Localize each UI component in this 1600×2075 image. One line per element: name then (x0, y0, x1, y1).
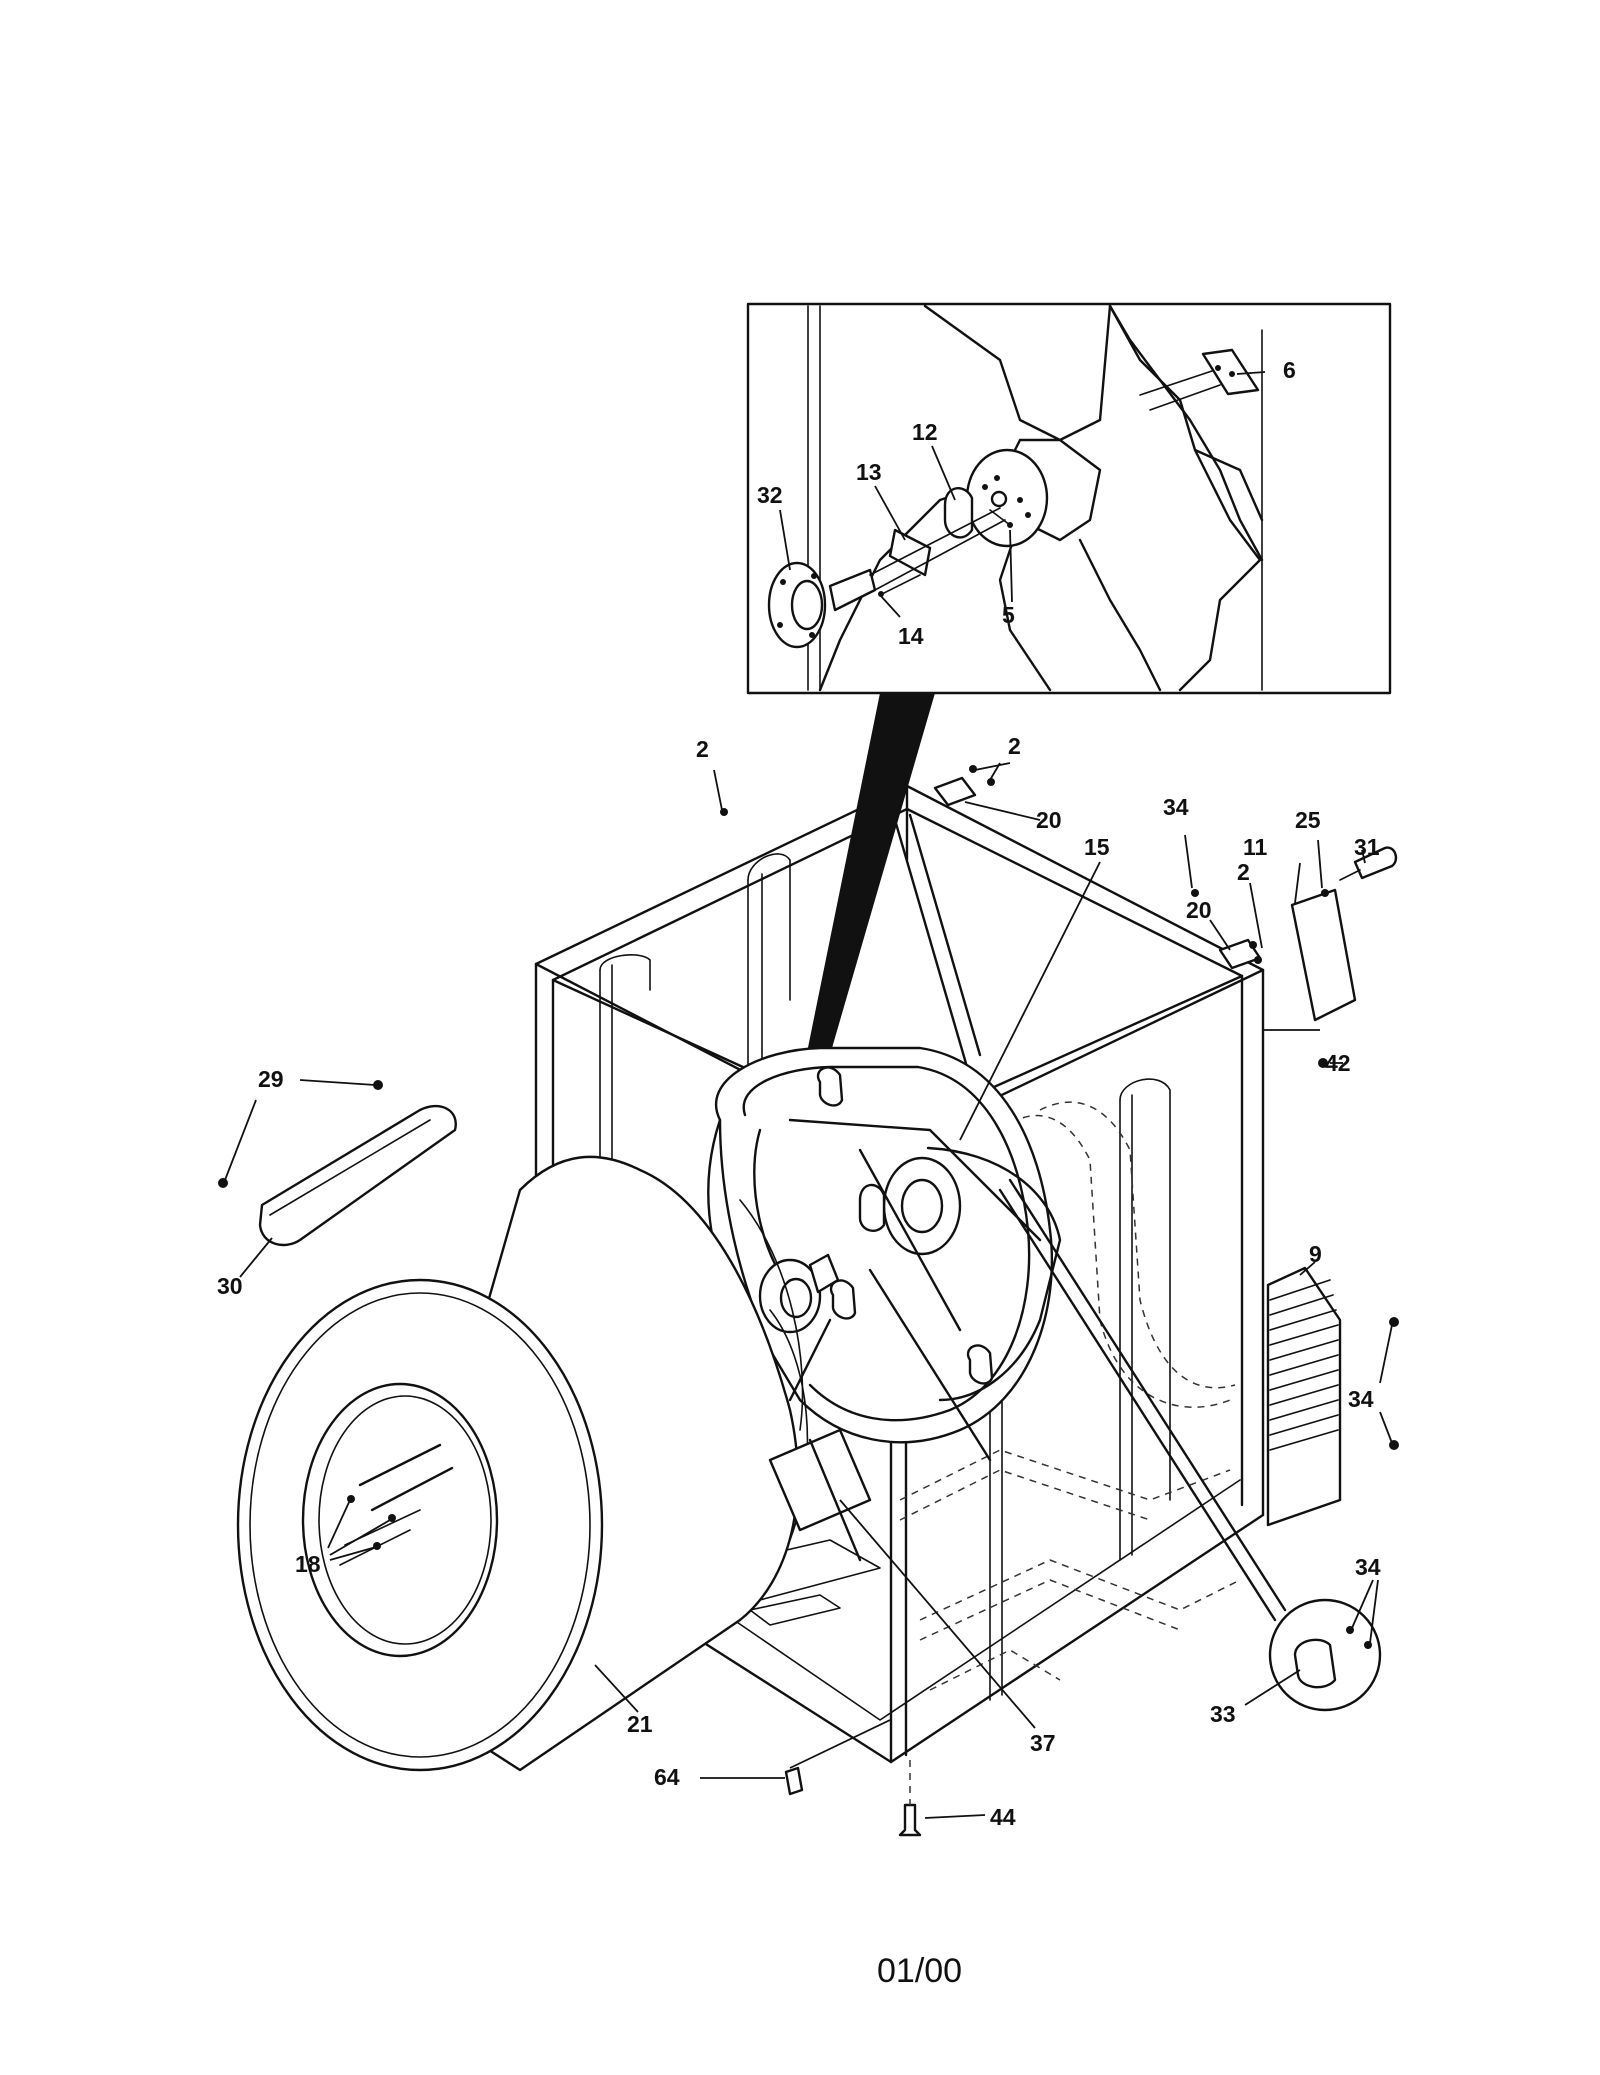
callout-labels: 6 12 13 32 14 5 2 2 20 34 15 25 11 31 2 … (217, 357, 1381, 1830)
inset-frame (746, 302, 1392, 695)
part-13-clip (888, 528, 932, 577)
part-30-trough (218, 1080, 457, 1247)
callout-32: 32 (757, 482, 783, 508)
callout-13: 13 (856, 459, 882, 485)
callout-2-top-right: 2 (1008, 733, 1021, 759)
part-33-detail (1268, 1598, 1382, 1712)
callout-42: 42 (1325, 1050, 1351, 1076)
callout-33: 33 (1210, 1701, 1236, 1727)
callout-18: 18 (295, 1551, 321, 1577)
blower-housing (707, 1046, 1287, 1622)
callout-34-top: 34 (1163, 794, 1189, 820)
callout-31: 31 (1354, 834, 1380, 860)
callout-5: 5 (1002, 602, 1015, 628)
part-9-grille (1266, 1266, 1399, 1527)
part-44-leg (898, 1803, 922, 1837)
callout-29: 29 (258, 1066, 284, 1092)
callout-34-right: 34 (1348, 1386, 1374, 1412)
callout-25: 25 (1295, 807, 1321, 833)
callout-30: 30 (217, 1273, 243, 1299)
callout-20-top: 20 (1036, 807, 1062, 833)
leader-lines (224, 762, 1393, 1819)
callout-37: 37 (1030, 1730, 1056, 1756)
callout-14: 14 (898, 623, 924, 649)
drum-spider (818, 304, 1264, 692)
callout-64: 64 (654, 1764, 680, 1790)
inset-detail (746, 302, 1392, 695)
part-11-plate (1290, 846, 1398, 1022)
callout-20-side: 20 (1186, 897, 1212, 923)
drum (236, 1155, 872, 1772)
callout-11: 11 (1243, 834, 1268, 860)
callout-15: 15 (1084, 834, 1110, 860)
part-20-side-bracket (1191, 889, 1262, 970)
callout-44: 44 (990, 1804, 1016, 1830)
revision-date: 01/00 (877, 1952, 962, 1990)
callout-2-side: 2 (1237, 859, 1250, 885)
callout-9: 9 (1309, 1241, 1322, 1267)
callout-21: 21 (627, 1711, 653, 1737)
part-42-screw (1318, 1058, 1328, 1068)
callout-2-top-left: 2 (696, 736, 709, 762)
callout-6: 6 (1283, 357, 1296, 383)
callout-34-bottom: 34 (1355, 1554, 1381, 1580)
part-64-tab (784, 1766, 804, 1796)
callout-12: 12 (912, 419, 938, 445)
drive-belt (926, 1146, 1062, 1402)
